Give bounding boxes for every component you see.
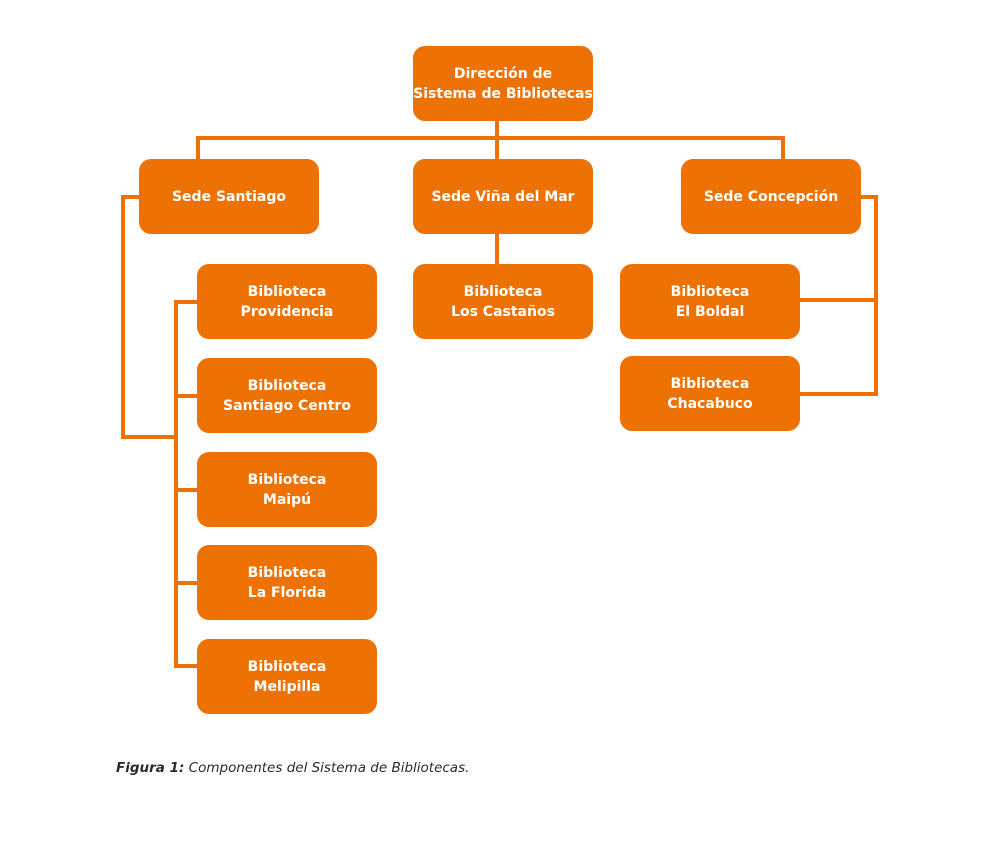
- node-biblioteca-la-florida: Biblioteca La Florida: [197, 545, 377, 620]
- node-biblioteca-line-1: Biblioteca: [247, 564, 327, 581]
- node-biblioteca-line-1: Biblioteca: [247, 283, 327, 300]
- node-sede-vina-del-mar: Sede Viña del Mar: [413, 159, 593, 234]
- figure-caption-label: Figura 1:: [116, 760, 185, 776]
- figure-caption-text: Componentes del Sistema de Bibliotecas.: [184, 760, 470, 776]
- figure-caption: Figura 1: Componentes del Sistema de Bib…: [116, 760, 469, 776]
- node-sede-concepcion: Sede Concepción: [681, 159, 861, 234]
- node-biblioteca-line-2: Los Castaños: [451, 303, 555, 320]
- node-biblioteca-chacabuco: Biblioteca Chacabuco: [620, 356, 800, 431]
- node-biblioteca-providencia: Biblioteca Providencia: [197, 264, 377, 339]
- node-biblioteca-maipu: Biblioteca Maipú: [197, 452, 377, 527]
- node-biblioteca-line-2: Providencia: [240, 303, 334, 320]
- node-biblioteca-line-1: Biblioteca: [670, 375, 750, 392]
- node-biblioteca-santiago-centro: Biblioteca Santiago Centro: [197, 358, 377, 433]
- node-direccion-line-1: Dirección de: [453, 65, 553, 82]
- node-biblioteca-el-boldal: Biblioteca El Boldal: [620, 264, 800, 339]
- node-biblioteca-line-2: Melipilla: [253, 678, 321, 695]
- node-biblioteca-line-1: Biblioteca: [463, 283, 543, 300]
- node-biblioteca-line-2: Maipú: [262, 491, 312, 508]
- node-biblioteca-line-2: El Boldal: [675, 303, 745, 320]
- node-biblioteca-line-1: Biblioteca: [247, 471, 327, 488]
- node-direccion: Dirección de Sistema de Bibliotecas: [413, 46, 593, 121]
- node-biblioteca-line-2: La Florida: [247, 584, 327, 601]
- connector-santiago-bracket: [121, 195, 178, 439]
- node-biblioteca-los-castanos: Biblioteca Los Castaños: [413, 264, 593, 339]
- node-biblioteca-line-2: Chacabuco: [667, 395, 753, 412]
- node-biblioteca-line-1: Biblioteca: [247, 377, 327, 394]
- node-sede-vina-del-mar-label: Sede Viña del Mar: [431, 188, 575, 205]
- node-sede-santiago: Sede Santiago: [139, 159, 319, 234]
- node-biblioteca-melipilla: Biblioteca Melipilla: [197, 639, 377, 714]
- node-biblioteca-line-2: Santiago Centro: [223, 397, 351, 414]
- node-biblioteca-line-1: Biblioteca: [247, 658, 327, 675]
- node-direccion-line-2: Sistema de Bibliotecas: [413, 85, 593, 102]
- node-sede-concepcion-label: Sede Concepción: [703, 188, 839, 205]
- node-sede-santiago-label: Sede Santiago: [171, 188, 287, 205]
- node-biblioteca-line-1: Biblioteca: [670, 283, 750, 300]
- connector-concepcion-bracket: [798, 195, 878, 396]
